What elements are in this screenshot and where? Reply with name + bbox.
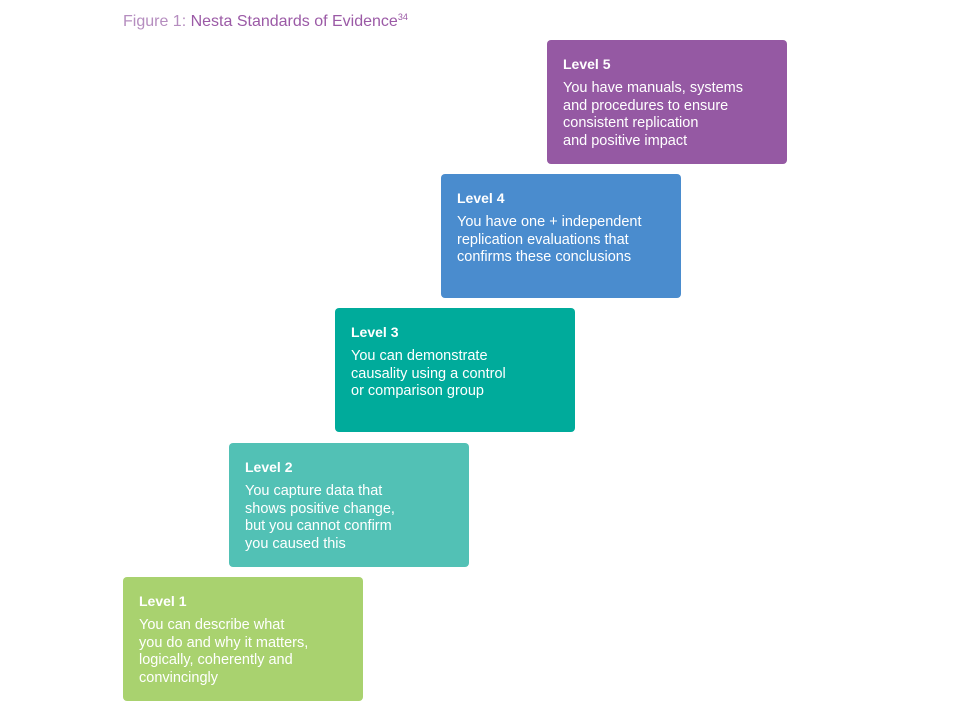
level-4-title: Level 4 [457, 190, 505, 206]
level-2-box: Level 2 You capture data that shows posi… [229, 443, 469, 567]
level-2-description: You capture data that shows positive cha… [245, 483, 395, 552]
level-5-title: Level 5 [563, 56, 611, 72]
level-3-title: Level 3 [351, 324, 399, 340]
level-3-description: You can demonstrate causality using a co… [351, 348, 506, 399]
footnote-ref: 34 [397, 12, 408, 22]
level-2-title: Level 2 [245, 459, 293, 475]
level-3-box: Level 3 You can demonstrate causality us… [335, 308, 575, 432]
level-1-title: Level 1 [139, 593, 187, 609]
level-4-description: You have one + independent replication e… [457, 214, 642, 265]
figure-title: Figure 1: Nesta Standards of Evidence34 [123, 12, 408, 32]
level-5-box: Level 5 You have manuals, systems and pr… [547, 40, 787, 164]
level-1-box: Level 1 You can describe what you do and… [123, 577, 363, 701]
figure-label: Figure 1: [123, 13, 187, 30]
level-1-description: You can describe what you do and why it … [139, 617, 309, 686]
level-5-description: You have manuals, systems and procedures… [563, 80, 744, 149]
figure-title-text: Nesta Standards of Evidence [190, 13, 398, 30]
level-4-box: Level 4 You have one + independent repli… [441, 174, 681, 298]
